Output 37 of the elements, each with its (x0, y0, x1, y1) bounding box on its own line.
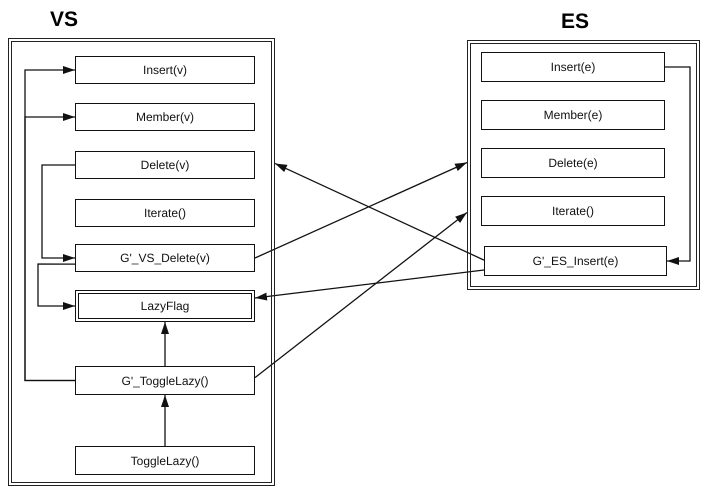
operation-label: Insert(v) (142, 63, 187, 77)
arrow (161, 395, 169, 446)
operation-label: G'_ES_Insert(e) (532, 254, 618, 268)
arrow (37, 263, 75, 310)
operation-box (75, 199, 255, 227)
operation-box (484, 246, 667, 276)
operation-box (481, 52, 665, 82)
arrow (274, 162, 484, 261)
arrow (161, 322, 169, 366)
operation-label: Delete(v) (140, 158, 190, 172)
flag-box (75, 290, 255, 322)
module-title: VS (50, 8, 78, 32)
arrow (41, 164, 75, 262)
operation-box (481, 148, 665, 178)
arrow (665, 66, 691, 265)
operation-box (75, 366, 255, 395)
operation-label: Iterate() (552, 204, 594, 218)
operation-box (75, 56, 255, 84)
operation-label: G'_ToggleLazy() (122, 374, 208, 388)
operation-label: G'_VS_Delete(v) (120, 251, 210, 265)
operation-box (75, 151, 255, 179)
operation-label: Insert(e) (550, 60, 596, 74)
operation-box (481, 100, 665, 130)
arrow (254, 212, 468, 378)
operation-box (481, 196, 665, 226)
operation-label: Delete(e) (548, 156, 598, 170)
arrow (254, 162, 468, 259)
operation-label: Member(v) (136, 110, 194, 124)
operation-box (75, 244, 255, 272)
operation-label: LazyFlag (140, 299, 190, 313)
module-title: ES (561, 10, 590, 34)
operation-box (75, 446, 255, 475)
operation-box (75, 103, 255, 131)
operation-label: ToggleLazy() (130, 454, 200, 468)
arrow (254, 269, 484, 301)
operation-label: Iterate() (144, 206, 186, 220)
operation-label: Member(e) (544, 108, 602, 122)
